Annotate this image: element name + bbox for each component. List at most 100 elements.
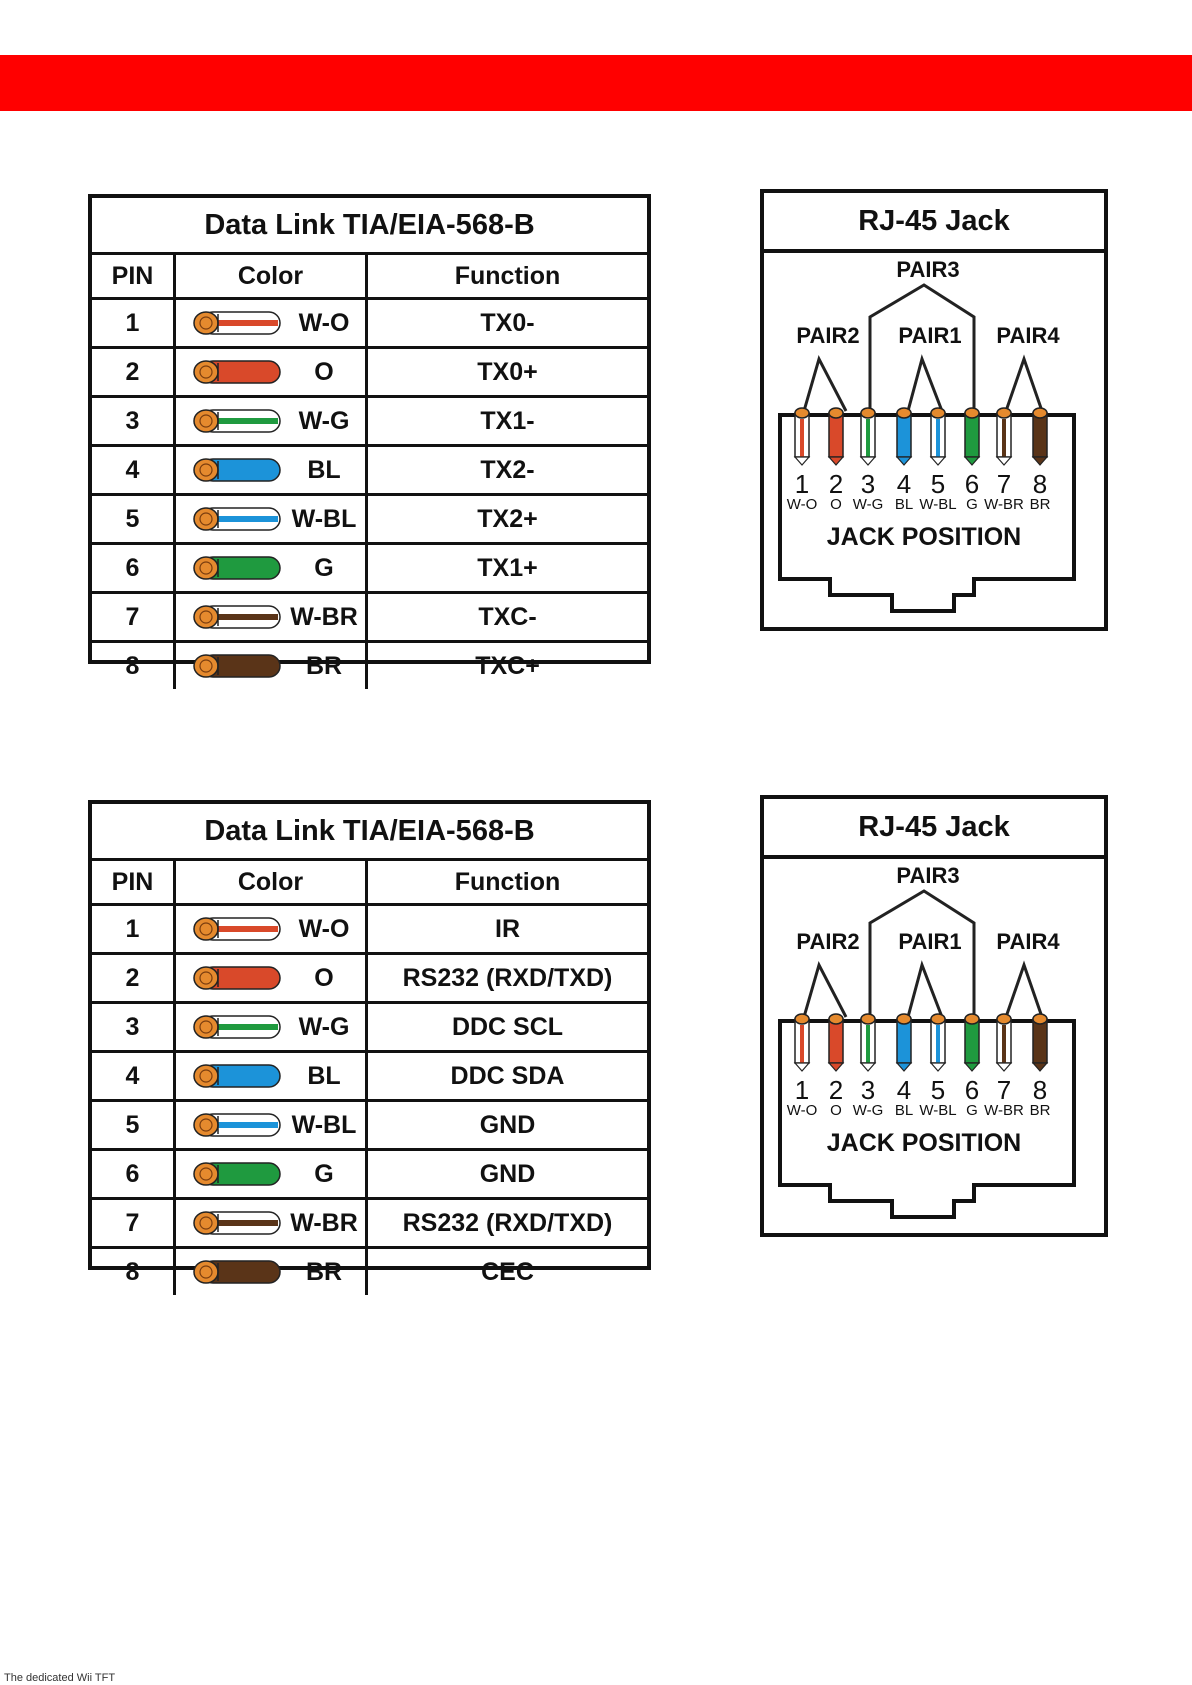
wire-icon: [193, 1113, 281, 1137]
pin-code-label: BR: [1030, 496, 1051, 513]
wire-color-cell: BL: [176, 1053, 368, 1099]
pin-number-label: 8: [1033, 469, 1047, 499]
header-function: Function: [454, 867, 561, 896]
pin-function: GND: [479, 1159, 536, 1188]
pair-connector: [802, 354, 848, 412]
pair-label: PAIR3: [896, 257, 959, 282]
wire-code: O: [314, 963, 334, 992]
wire-color-cell: O: [176, 955, 368, 1001]
jack-pin: [1031, 1013, 1049, 1072]
wire-icon: [193, 1211, 281, 1235]
pair-label: PAIR2: [796, 323, 859, 348]
pin-number-label: 3: [861, 1075, 875, 1105]
table-row: 8 BR CEC: [92, 1249, 647, 1295]
pin-code-label: W-BL: [919, 1102, 956, 1119]
pair-connector: [906, 960, 944, 1018]
pin-code-label: W-BR: [984, 496, 1024, 513]
pin-code-label: G: [966, 496, 978, 513]
wire-color-cell: W-BL: [176, 1102, 368, 1148]
pin-number-label: 1: [795, 469, 809, 499]
wire-code: BR: [305, 651, 343, 680]
pair-label: PAIR4: [996, 323, 1060, 348]
wire-color-cell: BR: [176, 643, 368, 689]
wire-icon: [193, 917, 281, 941]
pin-number: 5: [92, 496, 176, 542]
jack-outline: [778, 413, 1076, 613]
table-header-row: PIN Color Function: [92, 861, 647, 906]
pin-number: 1: [92, 906, 176, 952]
wire-icon: [193, 1015, 281, 1039]
jack-pin: [895, 1013, 913, 1072]
table-row: 2 O TX0+: [92, 349, 647, 398]
pin-number: 4: [92, 447, 176, 493]
wire-color-cell: G: [176, 1151, 368, 1197]
wire-color-cell: W-O: [176, 300, 368, 346]
pin-number-label: 7: [997, 469, 1011, 499]
pin-code-label: W-O: [787, 1102, 818, 1119]
jack-pin: [895, 407, 913, 466]
pin-number-label: 5: [931, 469, 945, 499]
pin-function: TX1-: [480, 406, 535, 435]
pin-number: 6: [92, 545, 176, 591]
pin-number: 5: [92, 1102, 176, 1148]
pin-function: TX0-: [480, 308, 535, 337]
pin-number: 8: [92, 1249, 176, 1295]
pair-connector: [1004, 354, 1044, 412]
wire-code: W-BL: [291, 1110, 357, 1139]
pair-connector: [868, 283, 976, 411]
pin-function: DDC SCL: [451, 1012, 564, 1041]
pin-code-label: W-BL: [919, 496, 956, 513]
wire-color-cell: W-BL: [176, 496, 368, 542]
wire-color-cell: W-BR: [176, 1200, 368, 1246]
pin-code-label: G: [966, 1102, 978, 1119]
wire-code: BR: [305, 1257, 343, 1286]
wire-color-cell: G: [176, 545, 368, 591]
pin-function: TXC-: [478, 602, 537, 631]
jack-title: RJ-45 Jack: [764, 193, 1104, 253]
pin-number: 2: [92, 349, 176, 395]
table-header-row: PIN Color Function: [92, 255, 647, 300]
wire-code: W-O: [298, 308, 350, 337]
pin-number-label: 6: [965, 1075, 979, 1105]
jack-title: RJ-45 Jack: [764, 799, 1104, 859]
jack-pin: [995, 407, 1013, 466]
wire-icon: [193, 605, 281, 629]
pin-function: TX0+: [477, 357, 538, 386]
wire-color-cell: O: [176, 349, 368, 395]
jack-pin: [1031, 407, 1049, 466]
pin-number: 7: [92, 594, 176, 640]
pair-label: PAIR1: [898, 323, 961, 348]
pin-function: CEC: [481, 1257, 534, 1286]
pin-number-label: 2: [829, 1075, 843, 1105]
pin-number: 3: [92, 1004, 176, 1050]
pin-code-label: BR: [1030, 1102, 1051, 1119]
jack-pin: [995, 1013, 1013, 1072]
table-row: 1 W-O TX0-: [92, 300, 647, 349]
jack-pin: [929, 1013, 947, 1072]
pin-number-label: 2: [829, 469, 843, 499]
wire-code: O: [314, 357, 334, 386]
wire-code: W-BL: [291, 504, 357, 533]
pin-function: TX2-: [480, 455, 535, 484]
jack-pin: [963, 407, 981, 466]
pin-code-label: O: [830, 1102, 842, 1119]
pin-number: 8: [92, 643, 176, 689]
jack-pin: [929, 407, 947, 466]
pin-code-label: O: [830, 496, 842, 513]
pin-code-label: BL: [895, 496, 913, 513]
table-title: Data Link TIA/EIA-568-B: [92, 804, 647, 861]
pin-number: 1: [92, 300, 176, 346]
wire-icon: [193, 1064, 281, 1088]
pin-function: TX2+: [477, 504, 538, 533]
table-title: Data Link TIA/EIA-568-B: [92, 198, 647, 255]
pin-code-label: W-G: [853, 496, 884, 513]
